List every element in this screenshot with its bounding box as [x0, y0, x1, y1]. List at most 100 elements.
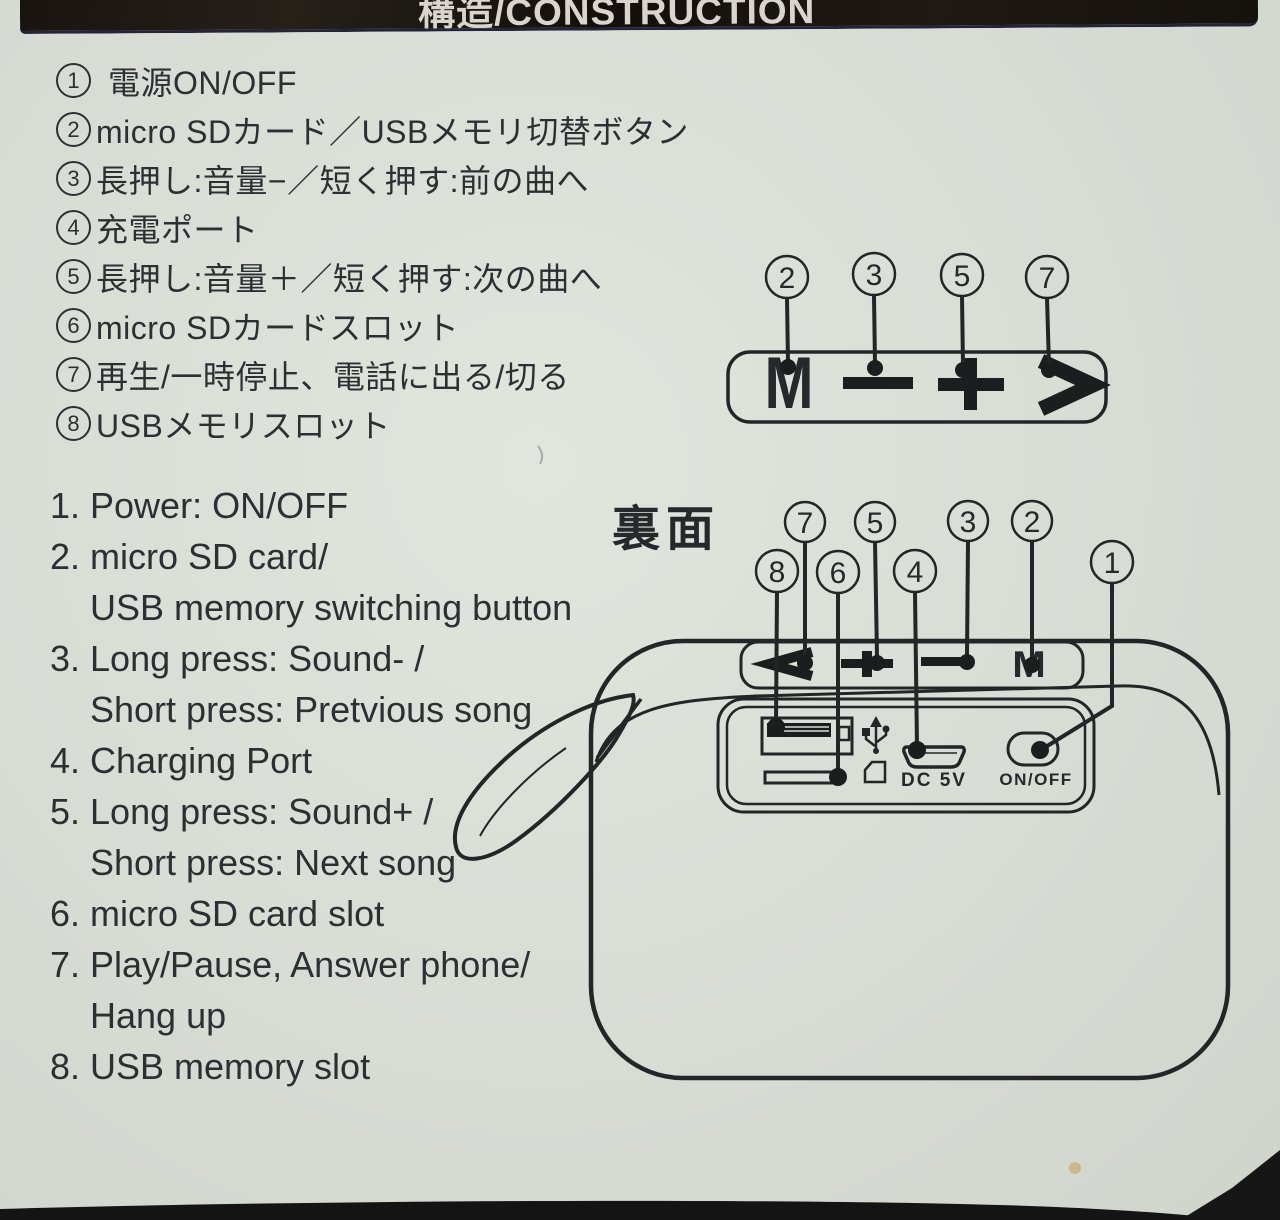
callout-circle [815, 549, 861, 595]
callout-number: 8 [769, 556, 786, 589]
rear-button-strip: M [739, 640, 1085, 690]
port-panel-outer [716, 697, 1096, 814]
leader-dot [869, 655, 885, 671]
callouts-row1: 7 5 3 2 [783, 499, 1054, 544]
leader-line-3 [965, 540, 970, 656]
circled-number: 7 [56, 357, 91, 392]
list-item: 3. Long press: Sound- / [50, 638, 425, 679]
leader-dot [955, 362, 971, 378]
circled-number: 6 [56, 308, 91, 343]
leader-line-4 [913, 591, 919, 747]
leader-dots [780, 359, 1057, 378]
sd-card-icon [863, 760, 887, 784]
leader-dots [767, 654, 1049, 786]
list-item: 1 電源ON/OFF [56, 56, 689, 105]
leader-dot [1041, 362, 1057, 378]
callout-circle [1010, 499, 1054, 543]
list-item-text: 長押し:音量−／短く押す:前の曲へ [96, 162, 589, 199]
callout-circle [1024, 254, 1070, 300]
onoff-button [1006, 731, 1060, 767]
callout-number: 7 [797, 507, 814, 540]
list-item-text: micro SDカード／USBメモリ切替ボタン [96, 113, 689, 150]
leader-dot [767, 718, 785, 736]
leader-line-5 [873, 541, 879, 657]
circled-number: 2 [56, 112, 91, 147]
callouts-row2: 8 6 4 1 [754, 539, 1135, 595]
usb-icon [862, 716, 890, 754]
callouts: 2 3 5 7 [764, 251, 1070, 300]
play-button-glyph [1037, 354, 1111, 416]
leader-line-1 [1042, 583, 1114, 750]
list-item-continuation: USB memory switching button [90, 587, 573, 628]
leader-dot [1031, 741, 1049, 759]
list-item-continuation: Hang up [90, 995, 227, 1036]
callout-circle [939, 252, 985, 298]
callout-circle [851, 251, 897, 297]
callout-number: 3 [866, 259, 883, 292]
list-item-text: 電源ON/OFF [108, 64, 297, 101]
circled-number: 3 [56, 161, 91, 196]
leader-line-2 [785, 297, 790, 364]
list-item: 7. Play/Pause, Answer phone/ [50, 944, 531, 985]
list-item: 6. micro SD card slot [50, 893, 385, 934]
leader-dot [867, 360, 883, 376]
callout-number: 5 [867, 507, 884, 540]
list-item-text: micro SDカードスロット [96, 309, 460, 346]
callout-number: 6 [830, 557, 847, 590]
rear-view-diagram: 裏面 M [452, 499, 1231, 1081]
list-item: 5. Long press: Sound+ / [50, 791, 434, 832]
list-item: 4. Charging Port [50, 740, 313, 781]
list-item-continuation: Short press: Next song [90, 842, 457, 883]
paper-stain [1069, 1162, 1081, 1174]
port-panel-inner [725, 705, 1087, 806]
leader-line-7 [1045, 297, 1051, 367]
callout-circle [754, 548, 800, 594]
leader-line-8 [774, 591, 779, 724]
callout-circle [783, 500, 827, 544]
callout-circle [764, 254, 810, 300]
callout-number: 4 [907, 556, 924, 589]
leader-dot [959, 654, 975, 670]
leader-line-3 [872, 295, 877, 365]
dc-port-label: DC 5V [901, 770, 967, 791]
port-panel: DC 5V ON/OFF [716, 697, 1096, 814]
callout-number: 2 [779, 262, 796, 295]
strap-inner-line [479, 747, 567, 837]
callout-number: 5 [954, 260, 971, 293]
circled-number: 5 [56, 259, 91, 294]
callout-circle [892, 548, 938, 594]
callout-number: 2 [1024, 506, 1041, 539]
front-button-panel-diagram: M 2 3 5 7 [726, 251, 1111, 425]
paper-corner-shadow [1180, 1150, 1280, 1220]
callout-circle [853, 500, 897, 544]
circled-number: 8 [56, 406, 91, 441]
callout-number: 1 [1104, 547, 1121, 580]
strap-pinch-line [595, 697, 643, 760]
callout-circle [1089, 539, 1135, 585]
pencil-mark [537, 445, 544, 465]
list-item-text: 再生/一時停止、電話に出る/切る [96, 358, 570, 395]
callout-number: 3 [960, 506, 977, 539]
list-item: 8. USB memory slot [50, 1046, 371, 1087]
onoff-label: ON/OFF [999, 770, 1072, 789]
usb-port-outline [760, 716, 854, 756]
callout-circle [946, 499, 990, 543]
bottom-shadow-band [0, 1200, 1280, 1220]
list-item-text: 長押し:音量＋／短く押す:次の曲へ [96, 260, 603, 297]
scan-artifacts [0, 445, 1280, 1220]
minus-button-glyph [843, 377, 913, 389]
circled-number: 1 [56, 63, 91, 98]
leader-dot [780, 359, 796, 375]
minus-button-glyph [921, 657, 966, 666]
list-item-continuation: Short press: Pretvious song [90, 689, 533, 730]
plus-button-glyph [938, 358, 1004, 410]
list-item: 2. micro SD card/ [50, 536, 329, 577]
